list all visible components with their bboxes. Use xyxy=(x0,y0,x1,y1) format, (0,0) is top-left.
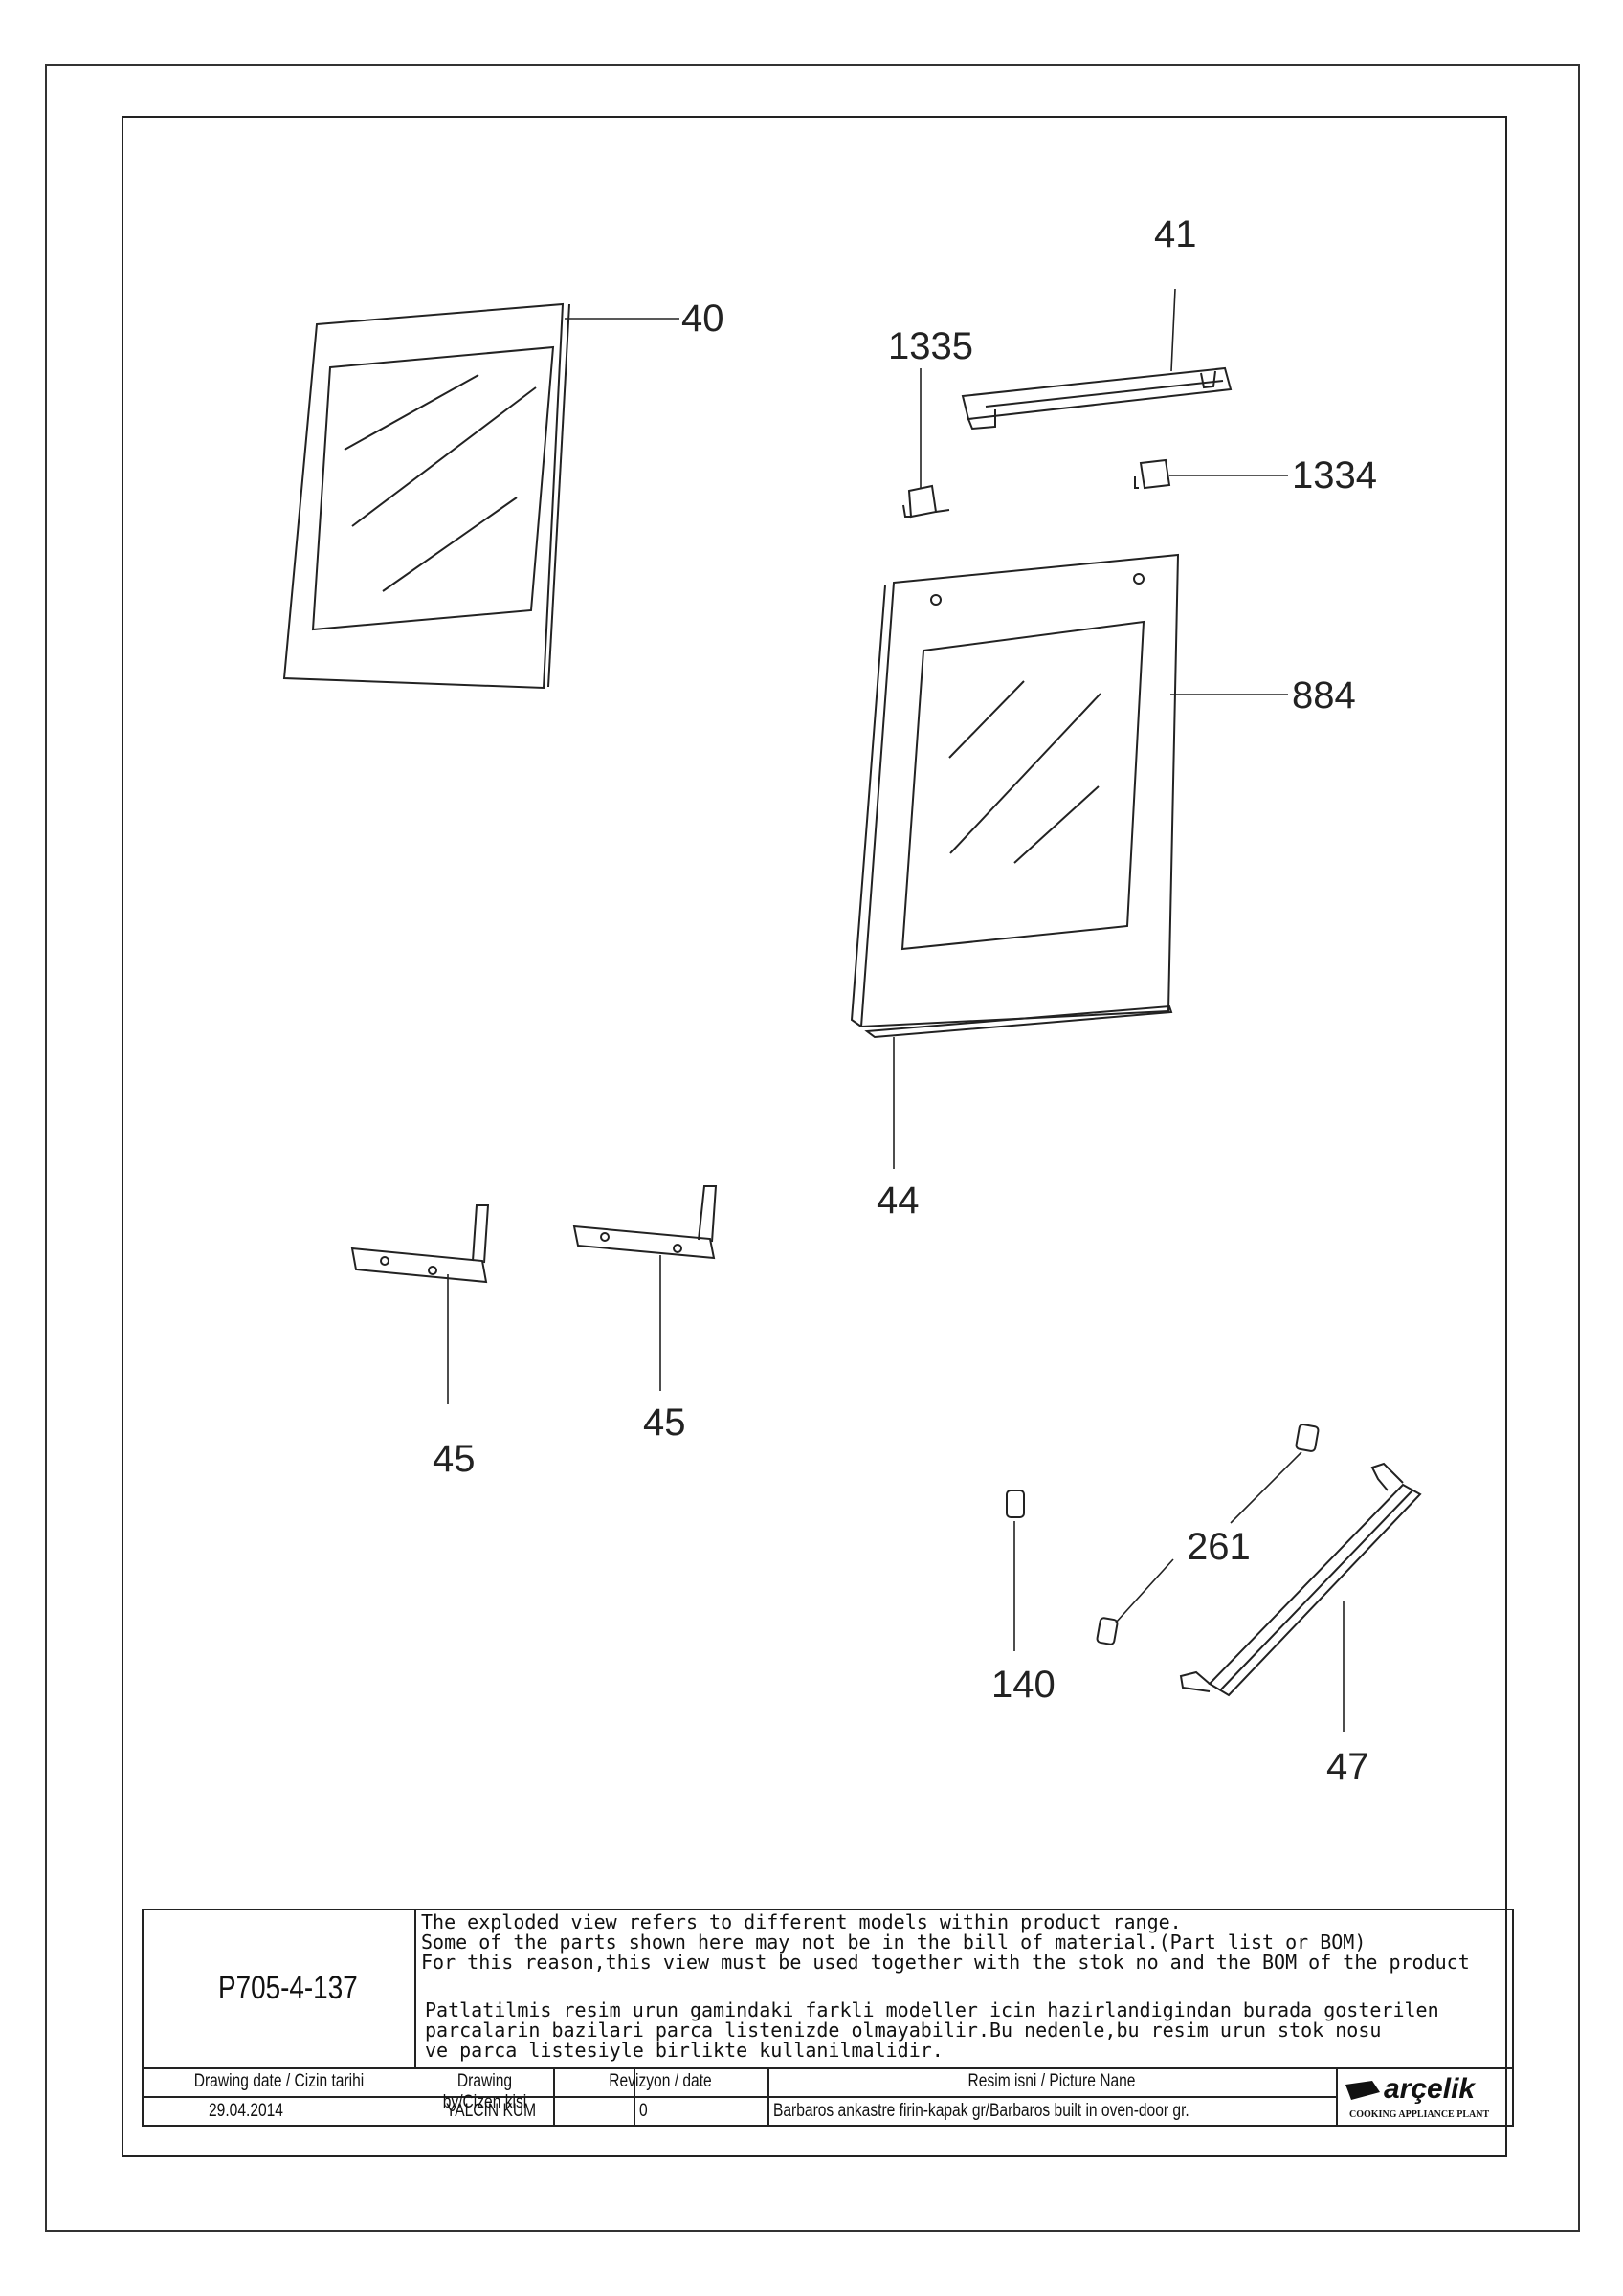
callout-45-a: 45 xyxy=(433,1438,476,1480)
leader-41 xyxy=(1170,288,1176,372)
note-tr-1: Patlatilmis resim urun gamindaki farkli … xyxy=(425,1998,1439,2021)
inner-frame xyxy=(122,116,1507,2157)
part-884-outer-glass xyxy=(850,553,1180,1028)
callout-1334: 1334 xyxy=(1292,454,1377,497)
leader-261-b xyxy=(1115,1558,1174,1623)
callout-47: 47 xyxy=(1326,1746,1369,1788)
callout-1335: 1335 xyxy=(888,325,973,367)
part-45-hinge-left xyxy=(350,1204,490,1284)
callout-140: 140 xyxy=(991,1664,1056,1706)
part-47-handle xyxy=(1179,1462,1422,1697)
header-drawing-date: Drawing date / Cizin tarihi xyxy=(193,2071,365,2091)
header-revision: Revizyon / date xyxy=(609,2071,712,2091)
title-block: P705-4-137 The exploded view refers to d… xyxy=(142,1909,1514,2127)
value-drawing-by: YALCIN KUM xyxy=(446,2101,537,2121)
part-140-cap xyxy=(1006,1490,1025,1518)
note-en-3: For this reason,this view must be used t… xyxy=(421,1951,1470,1974)
part-45-hinge-right xyxy=(572,1185,718,1260)
brand-logo: arçelik COOKING APPLIANCE PLANT xyxy=(1342,2073,1510,2125)
leader-261-a xyxy=(1230,1451,1302,1524)
value-picture-name: Barbaros ankastre firin-kapak gr/Barbaro… xyxy=(773,2101,1189,2121)
brand-mark-icon xyxy=(1345,2081,1380,2100)
header-picture-name: Resim isni / Picture Nane xyxy=(967,2071,1136,2091)
callout-41: 41 xyxy=(1154,213,1197,255)
callout-884: 884 xyxy=(1292,674,1356,717)
outer-frame xyxy=(45,64,1580,2232)
part-1334-bracket xyxy=(1134,458,1171,490)
part-1335-bracket xyxy=(902,484,950,519)
note-tr-2: parcalarin bazilari parca listenizde olm… xyxy=(425,2019,1382,2042)
callout-40: 40 xyxy=(681,298,724,340)
drawing-number: P705-4-137 xyxy=(218,1970,358,2006)
callout-261: 261 xyxy=(1187,1526,1251,1568)
note-tr-3: ve parca listesiyle birlikte kullanilmal… xyxy=(425,2039,944,2062)
brand-subtitle: COOKING APPLIANCE PLANT xyxy=(1349,2109,1490,2120)
brand-name: arçelik xyxy=(1384,2073,1476,2105)
value-revision: 0 xyxy=(639,2101,648,2121)
value-drawing-date: 29.04.2014 xyxy=(209,2101,283,2121)
callout-44: 44 xyxy=(877,1180,920,1222)
note-en-2: Some of the parts shown here may not be … xyxy=(421,1931,1367,1954)
callout-45-b: 45 xyxy=(643,1402,686,1444)
note-en-1: The exploded view refers to different mo… xyxy=(421,1910,1182,1933)
part-41-top-profile xyxy=(961,366,1233,430)
part-261-end-caps xyxy=(1096,1424,1320,1645)
part-44-bottom-strip xyxy=(864,1004,1173,1039)
part-40-inner-glass xyxy=(282,302,570,690)
header-drawing-by: Drawing by/Cizen kisi xyxy=(442,2071,527,2112)
